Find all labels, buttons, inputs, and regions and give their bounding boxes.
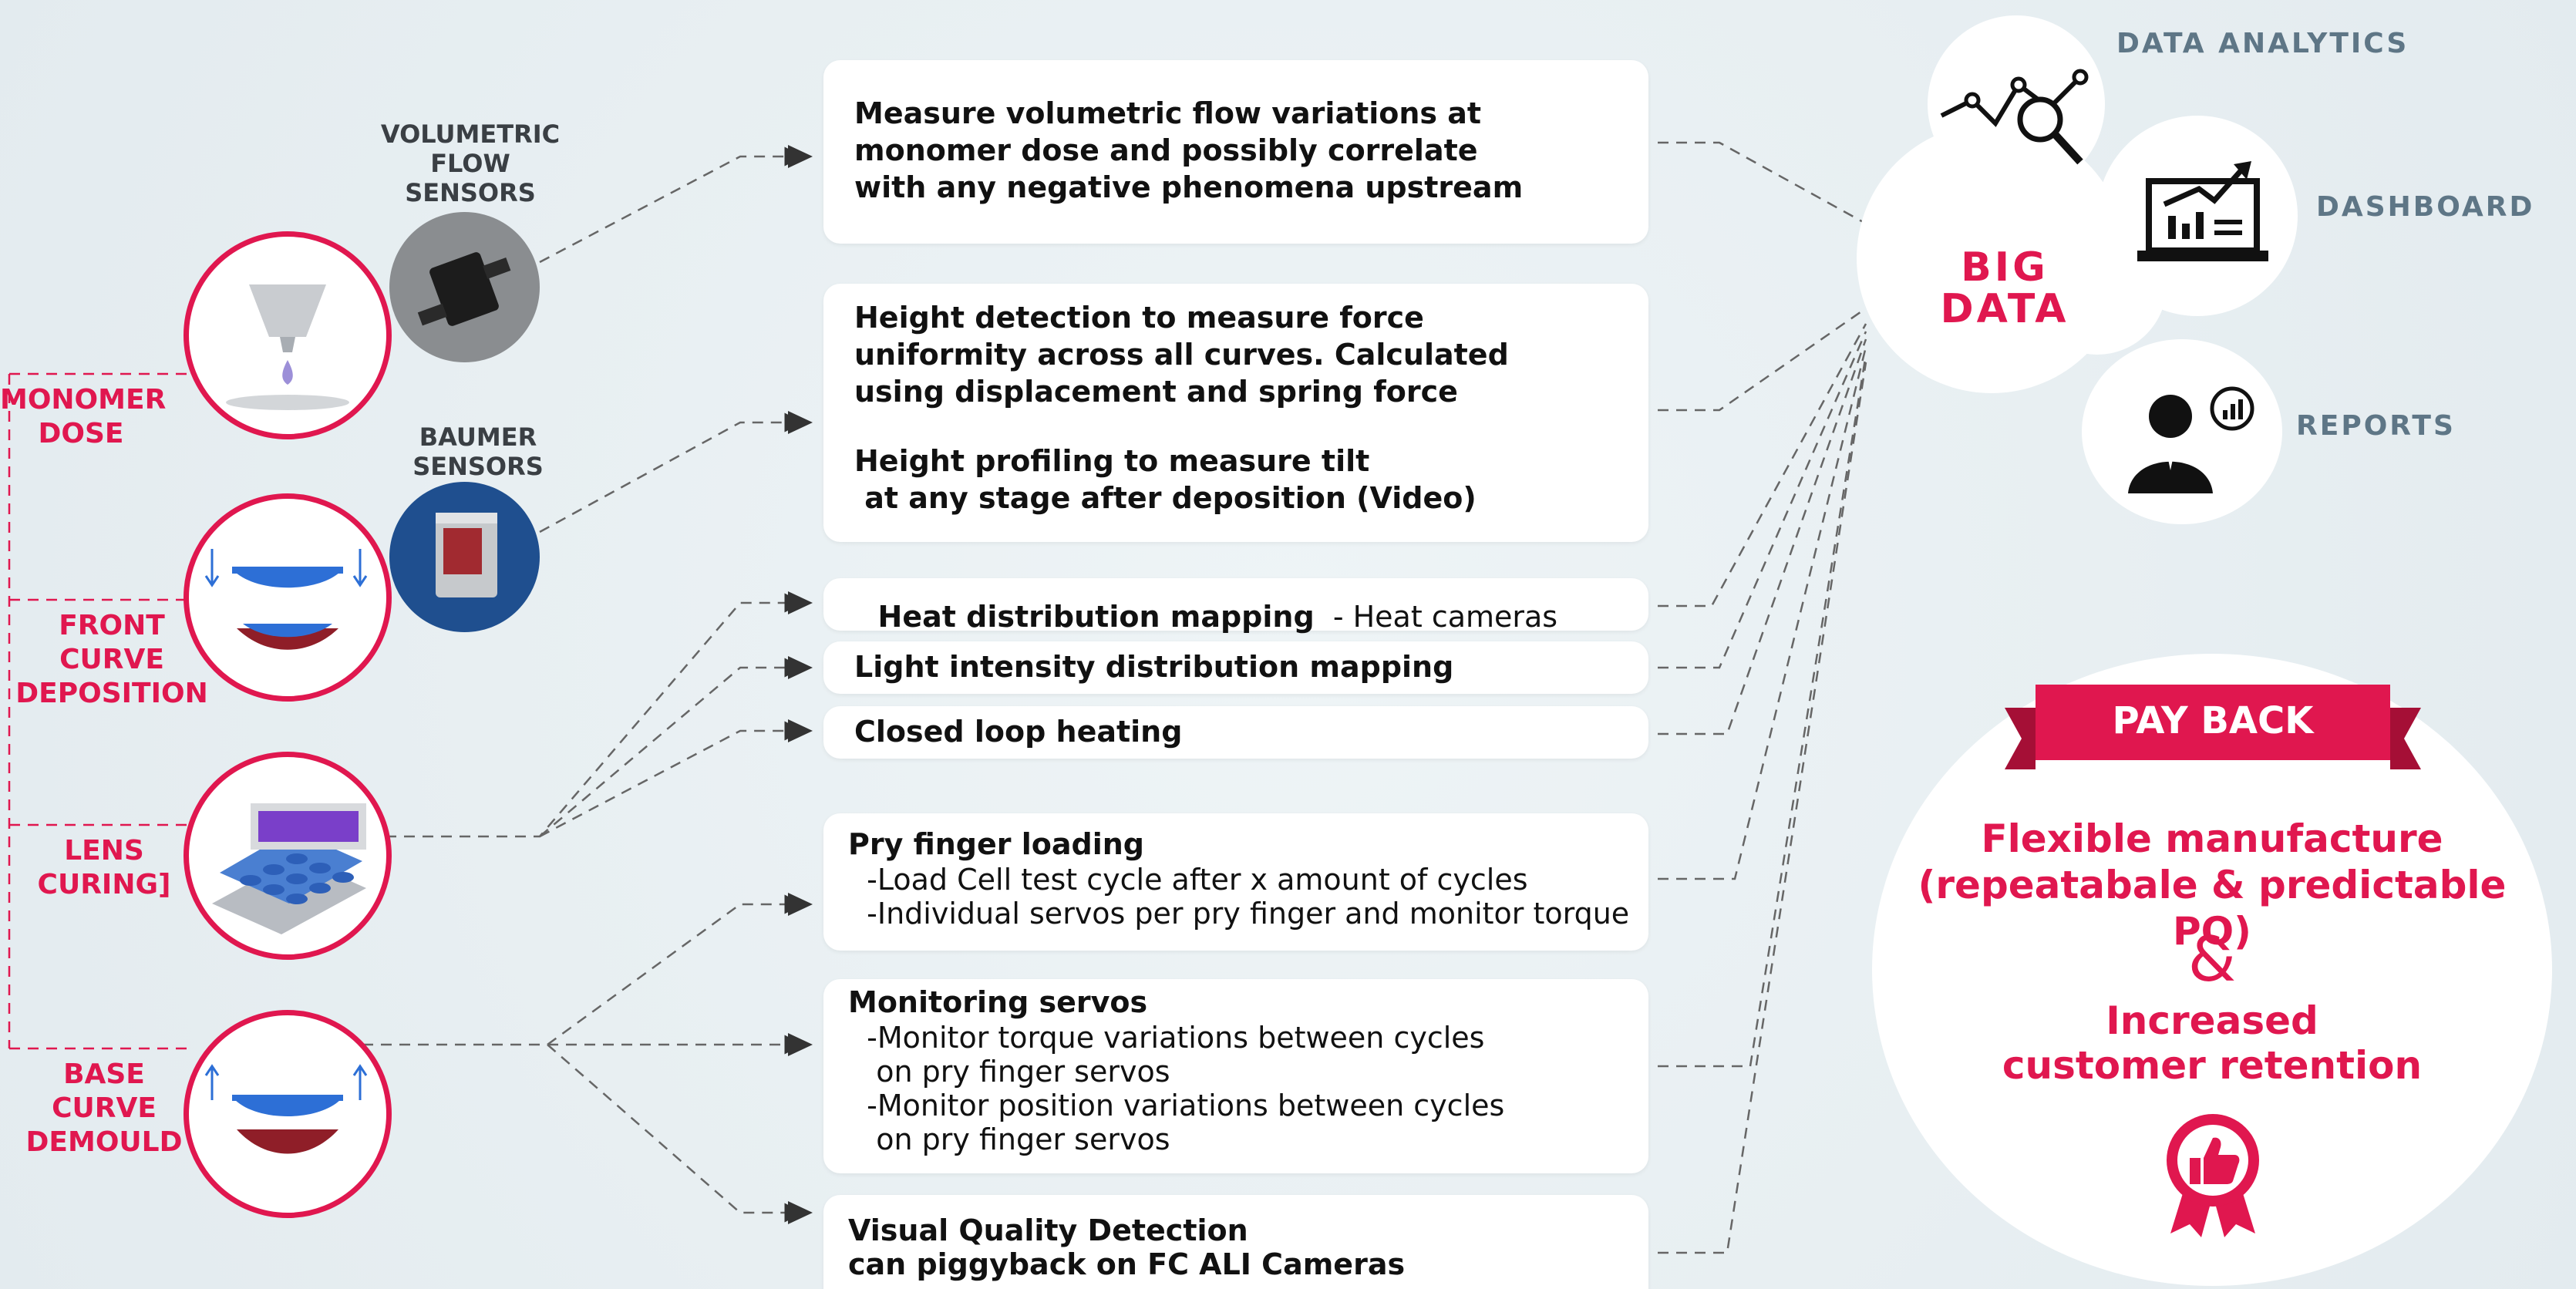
sensor-label-baumer: BAUMER SENSORS [412, 422, 544, 481]
dashboard-label: DASHBOARD [2316, 191, 2535, 223]
card-pry-finger-loading: Pry finger loading -Load Cell test cycle… [823, 813, 1648, 951]
card-text-line: -Monitor torque variations between cycle… [848, 1021, 1485, 1055]
payback-line-increased: Increased [2106, 998, 2318, 1043]
base-curve-demould-illustration [184, 1010, 392, 1218]
card-closed-loop-heating: Closed loop heating [823, 706, 1648, 759]
card-text-line: Measure volumetric flow variations at [854, 96, 1482, 130]
payback-ampersand: & [2187, 924, 2237, 995]
card-text-line: on pry finger servos [848, 1055, 1170, 1089]
card-text-line: -Individual servos per pry finger and mo… [848, 897, 1630, 931]
card-heat-note: - Heat cameras [1314, 600, 1558, 634]
card-text-line: monomer dose and possibly correlate [854, 133, 1478, 167]
card-text-line: at any stage after deposition (Video) [854, 481, 1477, 515]
front-curve-deposition-illustration [184, 493, 392, 702]
payback-line-retention: customer retention [2002, 1043, 2423, 1088]
card-monitoring-servos: Monitoring servos -Monitor torque variat… [823, 979, 1648, 1173]
card-text-line: Height profiling to measure tilt [854, 444, 1370, 478]
card-text-line: -Load Cell test cycle after x amount of … [848, 863, 1528, 897]
card-text-line: uniformity across all curves. Calculated [854, 338, 1509, 372]
cloud-lobe-analytics [1928, 15, 2105, 193]
card-height-detection: Height detection to measure force unifor… [823, 284, 1648, 542]
line-graph-magnifier-icon [1934, 62, 2096, 173]
card-text-line: on pry finger servos [848, 1122, 1170, 1156]
lens-curing-illustration [184, 752, 392, 960]
card-text-line: Height detection to measure force [854, 301, 1424, 335]
payback-banner [2005, 685, 2421, 776]
reports-label: REPORTS [2296, 410, 2456, 442]
payback-banner-text: PAY BACK [2112, 699, 2314, 742]
monomer-dose-illustration [184, 231, 392, 439]
volumetric-flow-sensor-image [389, 212, 540, 362]
card-heat-title: Heat distribution mapping [877, 600, 1315, 634]
person-report-icon [2124, 385, 2263, 496]
laptop-dashboard-icon [2137, 158, 2268, 269]
data-analytics-label: DATA ANALYTICS [2116, 28, 2409, 59]
baumer-sensor-image [389, 482, 540, 632]
card-text-line: can piggyback on FC ALI Cameras [848, 1247, 1406, 1281]
thumbs-up-award-icon [2159, 1110, 2267, 1240]
stage-label-base-curve-demould: BASE CURVE DEMOULD [25, 1058, 183, 1158]
card-text-line: -Monitor position variations between cyc… [848, 1089, 1505, 1122]
card-servos-title: Monitoring servos [848, 985, 1148, 1019]
card-visual-quality: Visual Quality Detection can piggyback o… [823, 1195, 1648, 1289]
card-text-line: with any negative phenomena upstream [854, 170, 1524, 204]
card-closed-title: Closed loop heating [854, 715, 1183, 749]
sensor-label-volumetric: VOLUMETRIC FLOW SENSORS [380, 119, 561, 207]
card-light-title: Light intensity distribution mapping [854, 650, 1454, 684]
card-volumetric-flow: Measure volumetric flow variations at mo… [823, 60, 1648, 244]
stage-label-monomer-dose: MONOMER DOSE [0, 384, 167, 449]
payback-line-repeatable: (repeatabale & predictable PQ) [1918, 863, 2507, 954]
stage-label-lens-curing: LENS CURING] [37, 835, 171, 900]
card-text-line: using displacement and spring force [854, 375, 1458, 409]
card-heat-distribution: Heat distribution mapping - Heat cameras [823, 578, 1648, 634]
stage-label-front-curve-deposition: FRONT CURVE DEPOSITION [15, 610, 208, 709]
card-light-intensity: Light intensity distribution mapping [823, 641, 1648, 694]
card-text-line: Visual Quality Detection [848, 1213, 1248, 1247]
payback-line-flexible: Flexible manufacture [1981, 816, 2443, 861]
card-pry-title: Pry finger loading [848, 827, 1145, 861]
cloud-lobe-center [2028, 216, 2167, 355]
big-data-label: BIG DATA [1940, 244, 2069, 332]
